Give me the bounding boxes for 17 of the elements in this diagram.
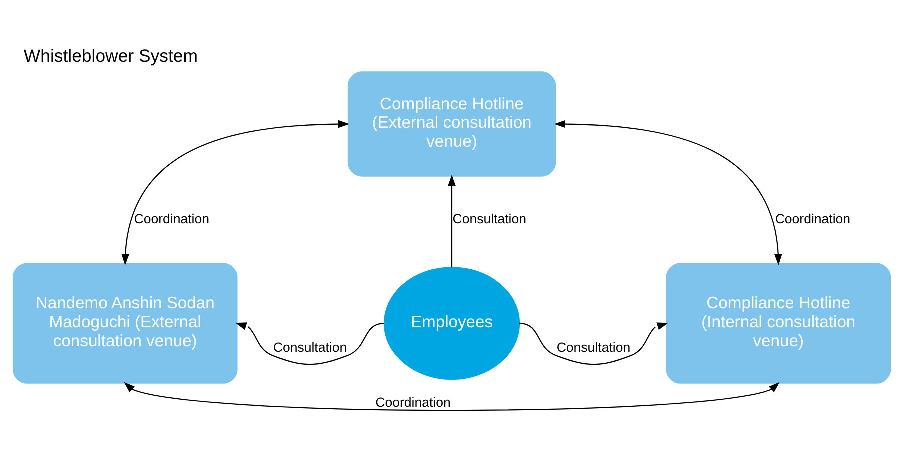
arrow <box>124 382 780 412</box>
node-box: Compliance Hotline (External consultation venue) <box>347 72 556 177</box>
arrow <box>448 174 456 268</box>
node-ellipse: Employees <box>383 267 520 380</box>
edge-label: Coordination <box>774 211 850 226</box>
node-box: Nandemo Anshin Sodan Madoguchi (External consultation venue) <box>12 263 238 384</box>
arrow <box>235 322 384 366</box>
diagram-title: Whistleblower System <box>23 46 198 66</box>
node-box: Compliance Hotline (Internal consultation venue) <box>666 263 891 384</box>
edge-label: Coordination <box>375 394 450 410</box>
arrow <box>518 322 668 366</box>
arrow <box>121 120 350 266</box>
edge-label: Coordination <box>134 211 209 226</box>
edge-label: Consultation <box>272 340 347 355</box>
edge-label: Consultation <box>452 211 526 226</box>
arrow <box>554 120 782 266</box>
edge-label: Consultation <box>556 340 630 355</box>
